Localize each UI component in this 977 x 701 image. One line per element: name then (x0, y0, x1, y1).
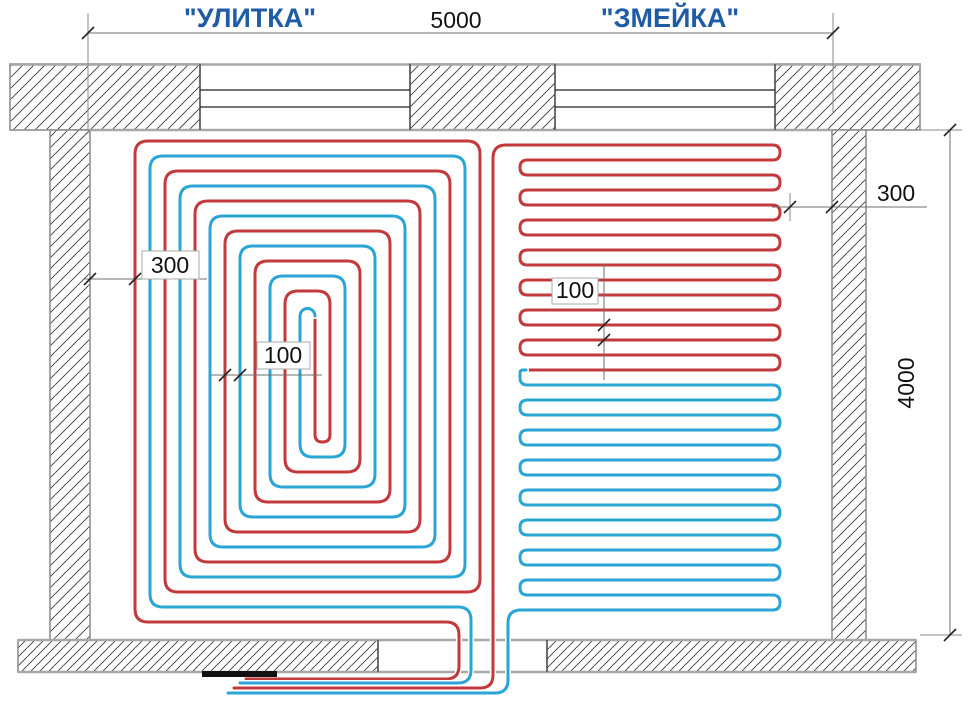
left-wall (49, 129, 91, 641)
spiral-edge-offset-value: 300 (151, 252, 189, 278)
top-wall-mid-block (409, 63, 556, 131)
dimension-5000: 5000 (81, 7, 840, 134)
title-serpentine-pattern: "ЗМЕЙКА" (601, 2, 739, 33)
dimension-100-spiral: 100 (211, 341, 322, 382)
room-height-value: 4000 (893, 357, 919, 408)
serpentine-return-pipe (226, 368, 782, 695)
dimension-300-right: 300 (772, 180, 927, 221)
top-wall-right-block (774, 63, 921, 131)
walls (9, 63, 921, 674)
spiral-supply-pipe-casing (132, 138, 483, 682)
dimension-4000: 4000 (869, 123, 962, 642)
room-width-value: 5000 (430, 7, 481, 33)
pipes (132, 138, 784, 696)
title-spiral-pattern: "УЛИТКА" (184, 3, 316, 33)
bottom-wall-right-block (546, 639, 917, 673)
manifold-bar (202, 671, 277, 677)
serpentine-supply-pipe (232, 143, 782, 690)
door-opening (377, 640, 548, 672)
serpentine-pipe-spacing-value: 100 (556, 277, 594, 303)
dimension-300-left: 300 (83, 250, 207, 286)
dimension-100-serpentine: 100 (551, 264, 611, 380)
spiral-return-pipe (148, 154, 473, 685)
top-wall-left-block (9, 63, 201, 131)
window-right (554, 64, 776, 130)
spiral-pipe-spacing-value: 100 (264, 342, 302, 368)
bottom-wall-left-block (17, 639, 379, 673)
window-left (199, 64, 411, 130)
serpentine-edge-offset-value: 300 (877, 180, 915, 206)
spiral-supply-pipe (133, 139, 482, 681)
